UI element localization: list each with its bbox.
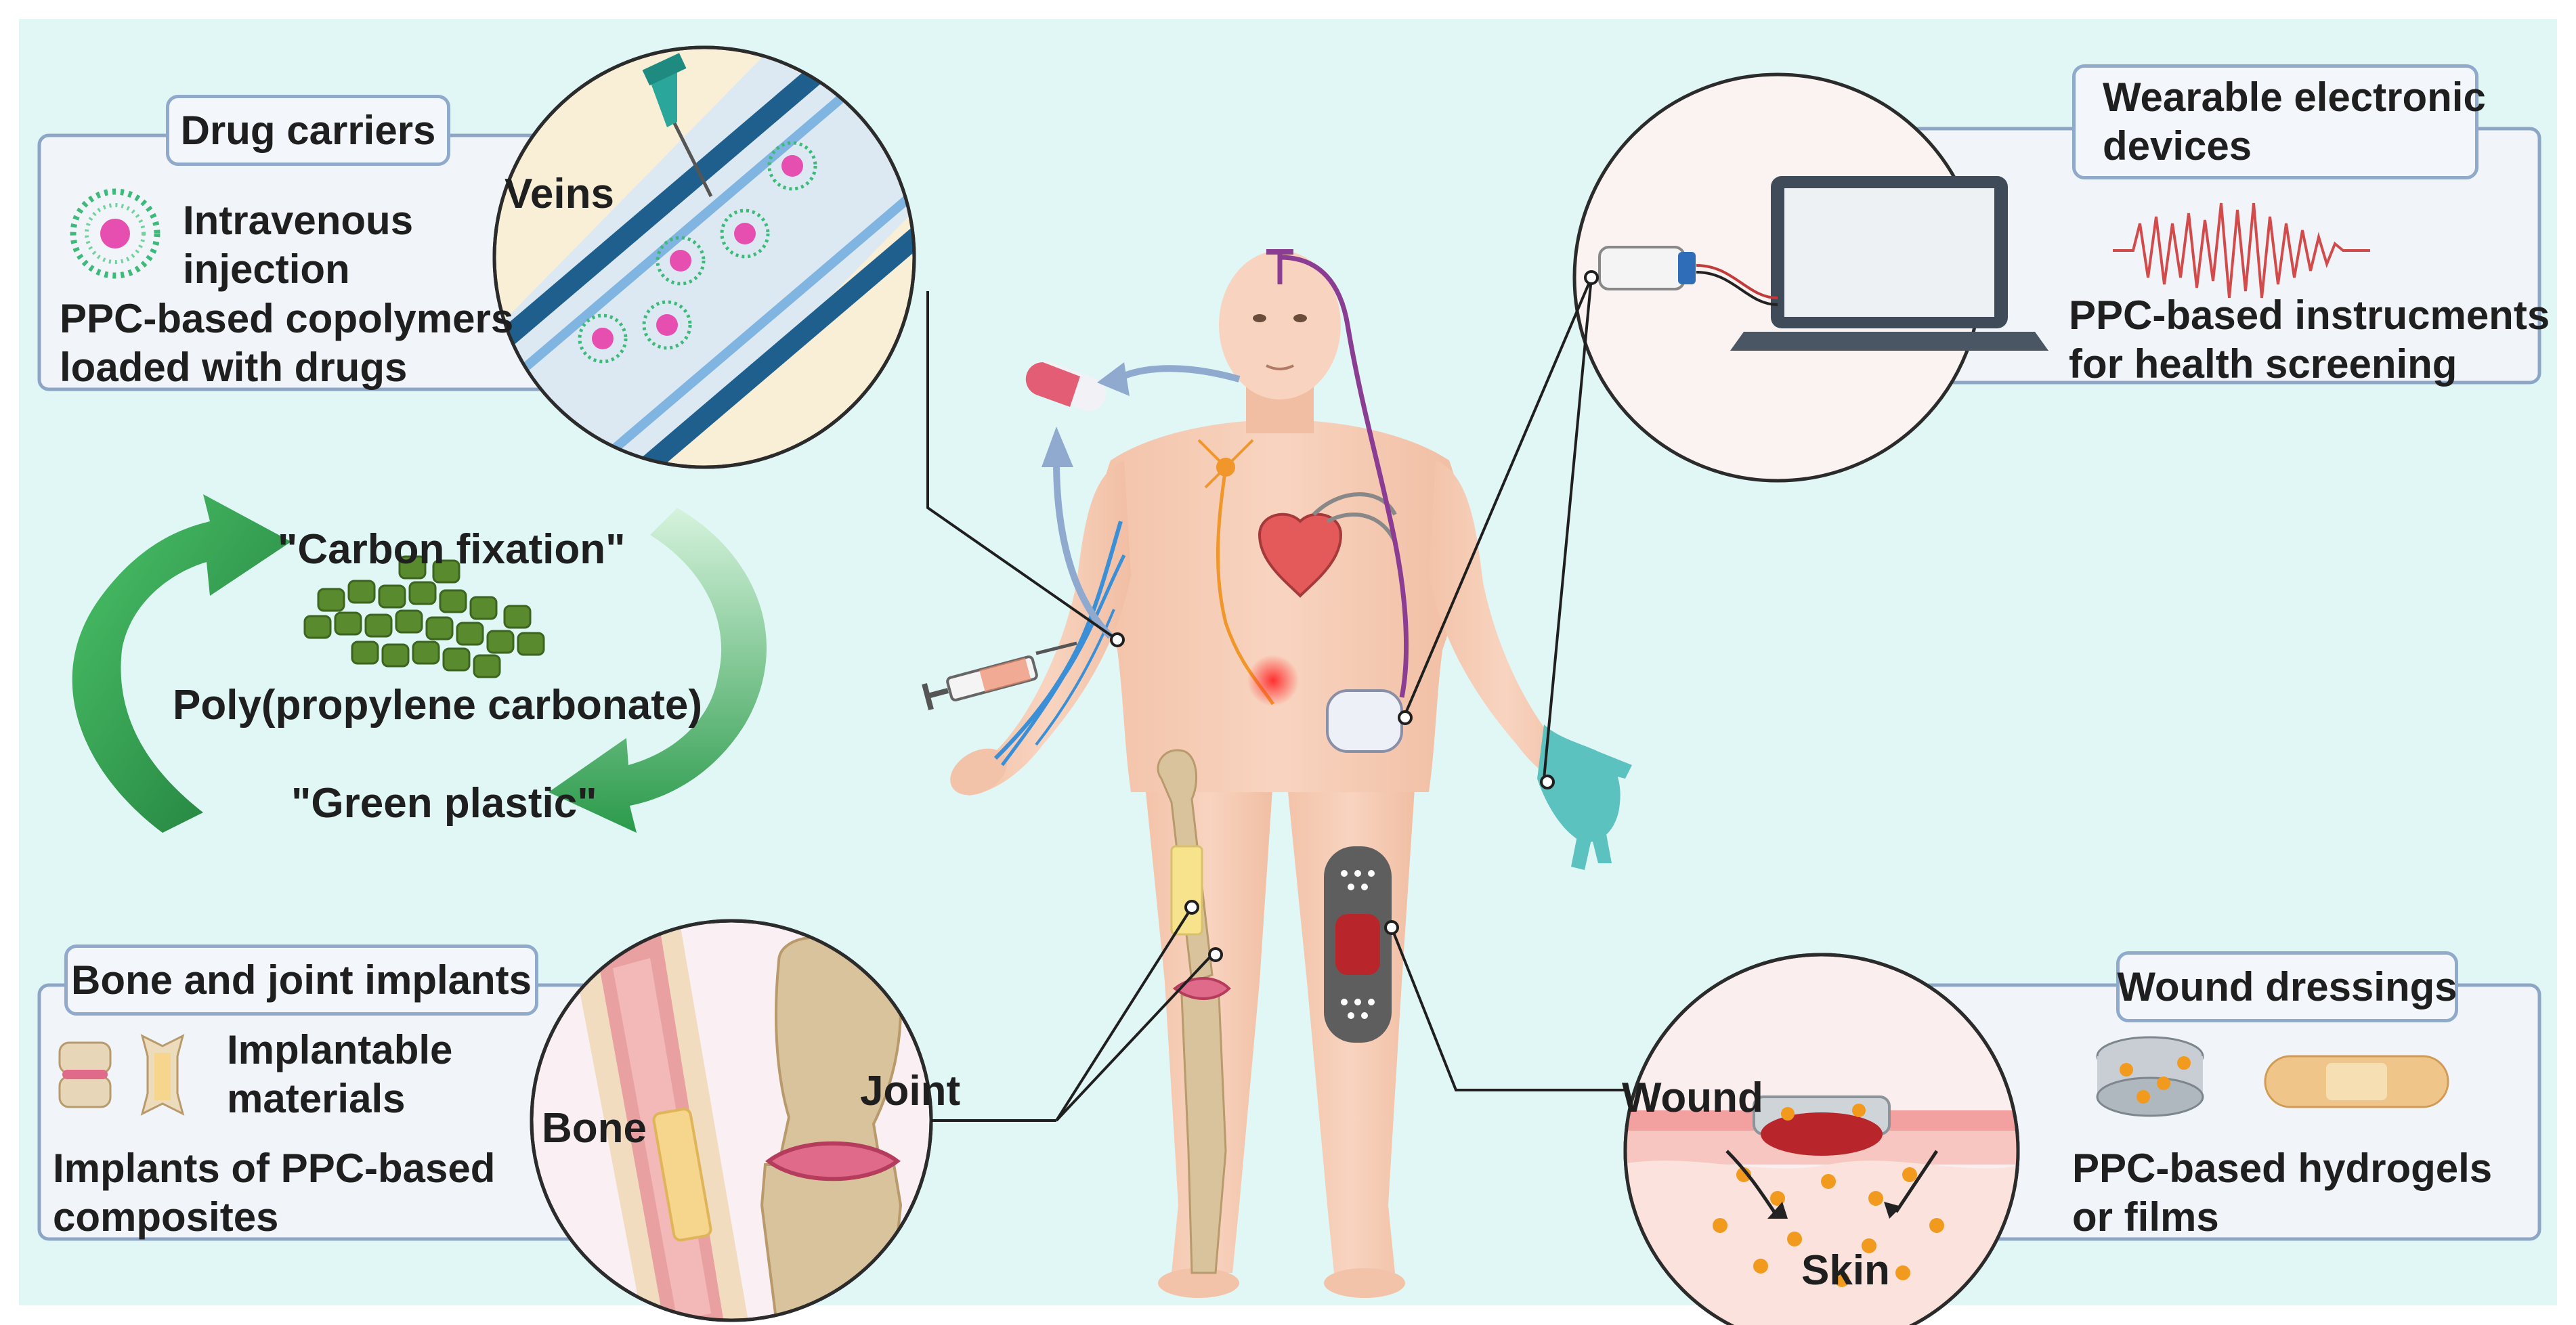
bone-implant-icon: [140, 1034, 185, 1116]
drug-carriers-description: PPC-based copolymers loaded with drugs: [60, 296, 514, 390]
carbon-fixation-label: "Carbon fixation": [278, 526, 626, 573]
connector-dots: [1110, 270, 1599, 962]
wearable-title-text: Wearable electronic devices: [2103, 74, 2486, 169]
arrow-to-pill-2: [1053, 460, 1113, 639]
wearable-circle: [1572, 72, 2048, 483]
wound-label: Wound: [1622, 1074, 1763, 1121]
knee-implant-icon: [58, 1041, 112, 1108]
bone-joint-title: Bone and joint implants: [64, 944, 538, 1016]
ppc-pellets: [303, 555, 545, 678]
wearable-description: PPC-based instrucments for health screen…: [2069, 292, 2550, 387]
hydrogel-icon: [2096, 1036, 2204, 1117]
pill-capsule-icon: [1025, 361, 1106, 411]
bone-label: Bone: [542, 1105, 647, 1152]
bone-circle: [530, 919, 933, 1322]
joint-label: Joint: [860, 1068, 961, 1114]
ecg-waveform: [2113, 202, 2370, 299]
wound-dressings-title: Wound dressings: [2116, 951, 2458, 1022]
bone-joint-title-text: Bone and joint implants: [71, 957, 532, 1003]
connector-lines: [926, 277, 1625, 1122]
bandage-icon: [2264, 1055, 2449, 1108]
wound-dressings-description: PPC-based hydrogels or films: [2072, 1146, 2493, 1240]
green-cycle-arrows: [72, 494, 767, 833]
drug-carriers-title-text: Drug carriers: [180, 107, 436, 153]
human-body: [922, 249, 1632, 1298]
arrow-to-pill-1: [1123, 365, 1241, 383]
drug-carriers-title: Drug carriers: [166, 95, 450, 166]
bone-joint-description: Implants of PPC-based composites: [53, 1146, 496, 1240]
micelle-icon: [70, 188, 160, 279]
wound-dressings-title-text: Wound dressings: [2117, 963, 2457, 1009]
wound-circle: [1623, 953, 2020, 1325]
green-plastic-label: "Green plastic": [291, 780, 597, 827]
skin-label: Skin: [1801, 1247, 1890, 1294]
intravenous-injection-label: Intravenous injection: [183, 198, 414, 292]
veins-label: Veins: [505, 171, 614, 217]
wearable-title: Wearable electronic devices: [2072, 64, 2486, 179]
poly-propylene-carbonate-label: Poly(propylene carbonate): [173, 682, 703, 729]
implantable-materials-label: Implantable materials: [227, 1027, 453, 1121]
veins-circle: [492, 45, 916, 469]
